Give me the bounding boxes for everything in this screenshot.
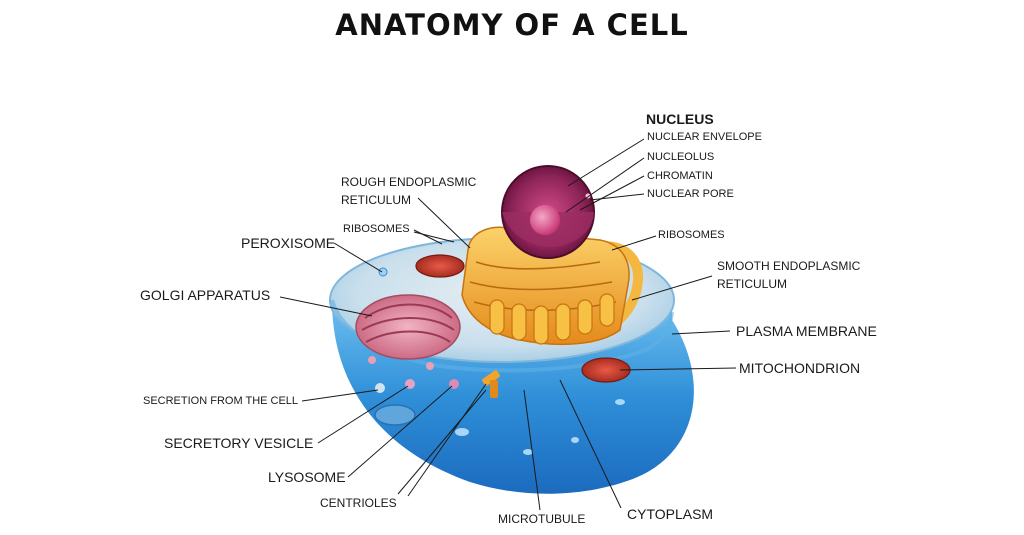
diagram-title: ANATOMY OF A CELL — [335, 8, 689, 42]
label-rough-er-line1: ROUGH ENDOPLASMIC — [341, 175, 477, 189]
leader-lines — [279, 138, 737, 511]
label-smooth-er-line2: RETICULUM — [717, 277, 788, 291]
label-peroxisome: PEROXISOME — [241, 235, 336, 251]
label-mitochondrion: MITOCHONDRION — [739, 360, 861, 376]
label-chromatin: CHROMATIN — [647, 170, 713, 182]
golgi-cisternae — [361, 303, 455, 343]
centriole-1 — [482, 370, 500, 386]
label-ribosomes-right: RIBOSOMES — [658, 229, 725, 241]
label-plasma-membrane: PLASMA MEMBRANE — [736, 323, 877, 339]
body-mito-1 — [374, 404, 416, 426]
centriole-2 — [490, 380, 498, 398]
er-tubes — [489, 293, 615, 345]
golgi-vesicle-1 — [368, 356, 376, 364]
label-microtubule: MICROTUBULE — [498, 512, 586, 526]
nucleolus — [530, 205, 560, 235]
label-rough-er-line2: RETICULUM — [341, 193, 412, 207]
label-ribosomes-left: RIBOSOMES — [343, 223, 410, 235]
label-centrioles: CENTRIOLES — [320, 496, 397, 510]
label-secretory-vesicle: SECRETORY VESICLE — [164, 435, 314, 451]
body-vesicle-1 — [455, 428, 469, 436]
mitochondrion-top — [415, 254, 465, 278]
body-vesicle-4 — [571, 437, 579, 443]
body-vesicle-3 — [615, 399, 625, 405]
label-nucleus: NUCLEUS — [646, 111, 714, 127]
label-cytoplasm: CYTOPLASM — [627, 506, 714, 522]
label-smooth-er-line1: SMOOTH ENDOPLASMIC — [717, 259, 861, 273]
label-golgi-apparatus: GOLGI APPARATUS — [140, 287, 271, 303]
label-nuclear-pore: NUCLEAR PORE — [647, 188, 734, 200]
secretion-vesicle — [375, 383, 385, 393]
label-secretion: SECRETION FROM THE CELL — [143, 395, 299, 407]
body-vesicle-2 — [523, 449, 533, 455]
label-nucleolus: NUCLEOLUS — [647, 151, 715, 163]
label-nuclear-envelope: NUCLEAR ENVELOPE — [647, 131, 762, 143]
golgi-apparatus — [355, 294, 461, 360]
label-lysosome: LYSOSOME — [268, 469, 346, 485]
peroxisome — [378, 267, 388, 277]
golgi-vesicle-2 — [426, 362, 434, 370]
